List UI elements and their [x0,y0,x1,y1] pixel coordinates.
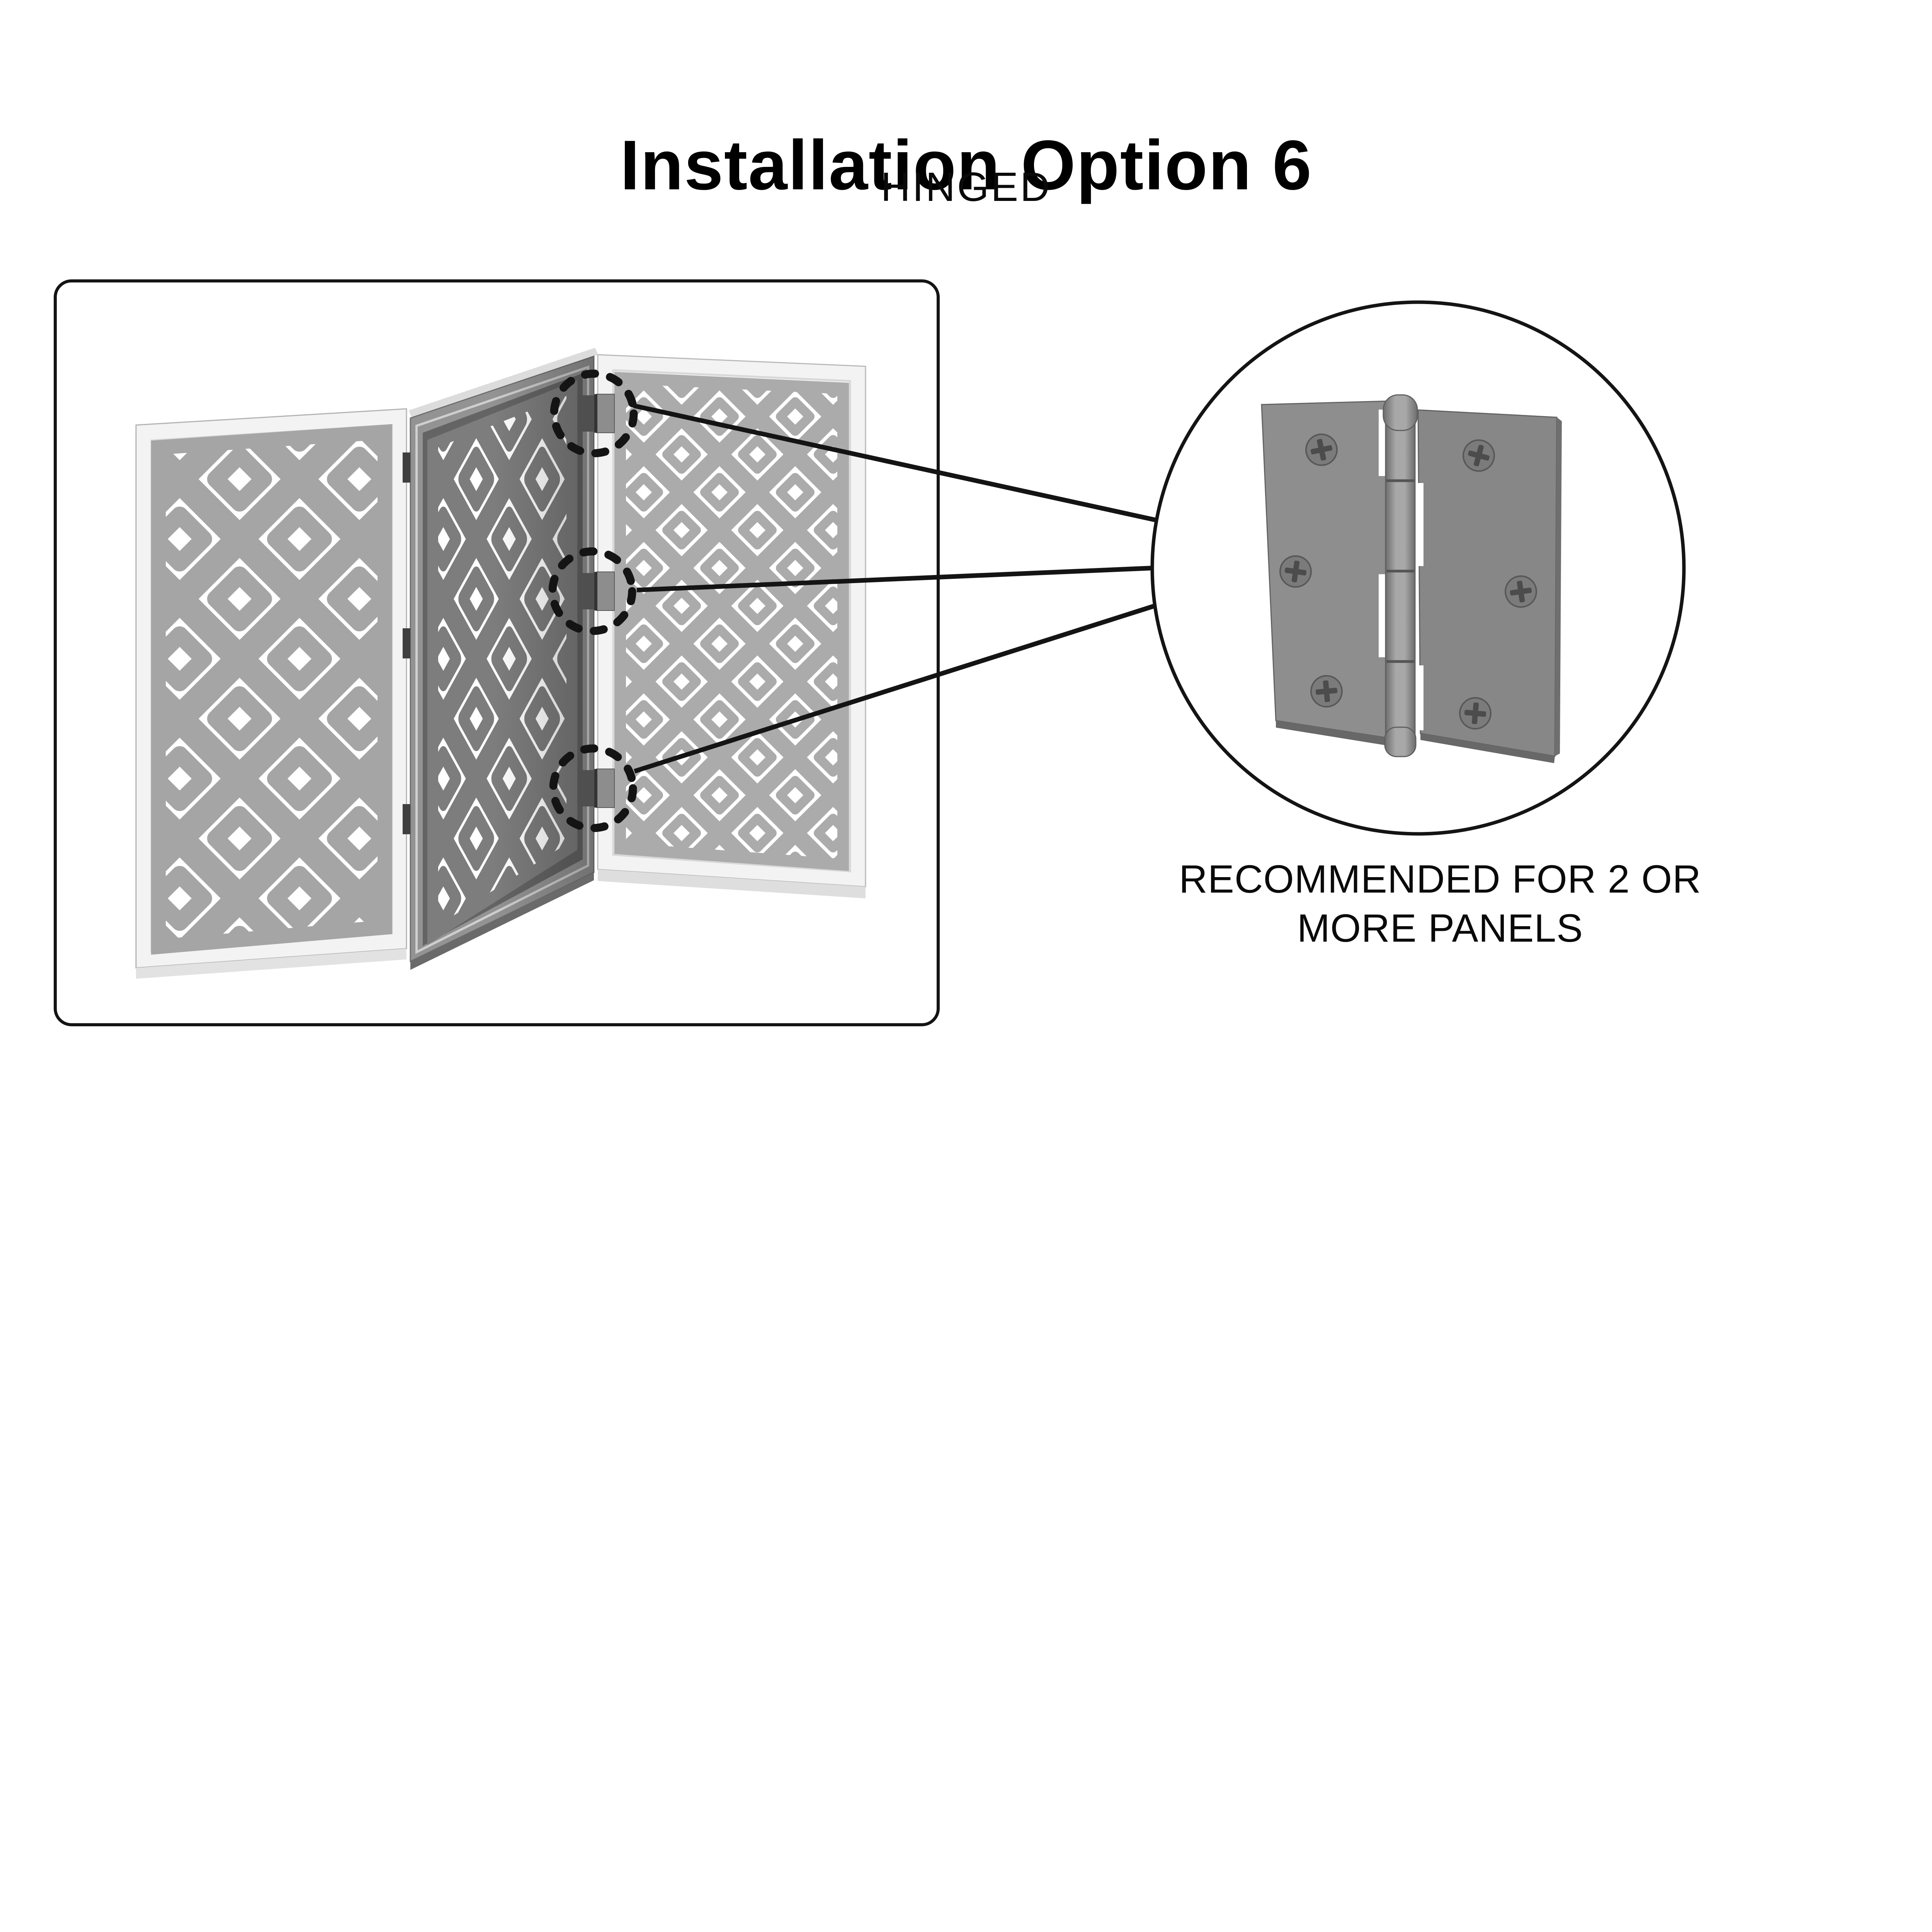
page-title: Installation Option 6 [620,125,1313,204]
right-fold-hinge-icon [578,571,615,611]
hinge-screw-icon [1305,434,1338,466]
right-fold-hinges [578,394,615,808]
hinge-screw-icon [1279,555,1312,588]
right-fold-hinge-icon [578,394,615,433]
hinge-note: RECOMMENDED FOR 2 OR MORE PANELS [976,855,1904,953]
callout-line [633,403,1157,522]
panel-right [597,354,866,898]
callout-line [634,604,1155,774]
hinge-highlight-circle [549,744,637,832]
hinge-illustration [1261,394,1562,763]
left-fold-hinge-icon [403,628,410,658]
hinge-screw-icon [1459,697,1492,730]
hinge-highlight-circle [548,547,636,635]
magnifier-circle [1150,300,1686,836]
hinge-highlight-circles [548,369,638,832]
hinge-screws [1279,434,1537,730]
left-fold-hinges [403,452,410,834]
hinge-highlight-circle [550,369,638,457]
hinge-note-line1: RECOMMENDED FOR 2 OR [1179,857,1701,901]
hinge-screw-icon [1505,575,1537,608]
panel-middle [409,348,598,970]
hinge-note-line2: MORE PANELS [1297,906,1583,950]
panel-left [135,408,407,979]
hinge-pin-barrel [1383,394,1418,757]
hinge-screw-icon [1310,675,1343,707]
hinge-leaf-right [1417,409,1562,763]
page-subtitle: HINGED [881,164,1052,210]
callout-line [636,566,1153,592]
hinge-screw-icon [1463,439,1495,472]
callout-lines [633,403,1157,774]
left-fold-hinge-icon [403,452,410,483]
right-fold-hinge-icon [578,769,615,808]
hinge-knuckle-notches [1379,410,1423,730]
left-fold-hinge-icon [403,804,410,834]
